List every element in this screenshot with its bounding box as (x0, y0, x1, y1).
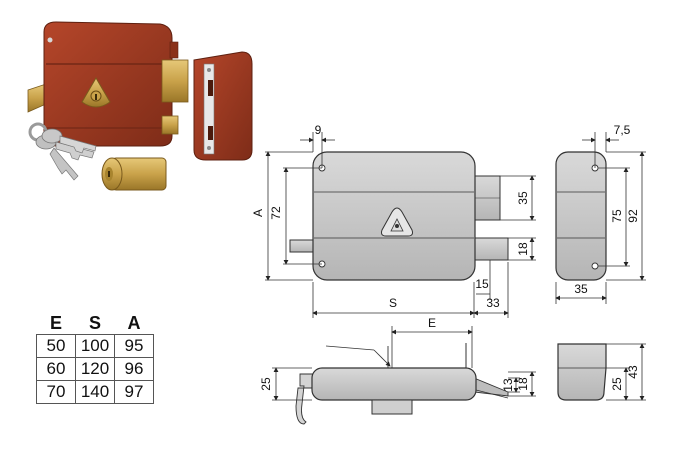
bottom-side-dimensions (606, 343, 646, 401)
table-cell: 97 (114, 380, 154, 404)
side-dimensions (555, 132, 646, 304)
lock-case-bottom (311, 367, 477, 401)
table-cell: 95 (114, 334, 154, 358)
latch-bolt-lower (161, 115, 179, 135)
latch-bolt-upper (161, 59, 189, 103)
table-row: 70 140 97 (36, 380, 154, 404)
table-cell: 120 (75, 357, 115, 381)
dim-18-bottom: 18 (516, 377, 530, 391)
dim-35-side: 35 (574, 282, 588, 296)
dim-33: 33 (486, 296, 500, 310)
table-cell: 100 (75, 334, 115, 358)
lock-body (43, 21, 173, 147)
size-table: E S A 50 100 95 60 120 96 70 140 97 (36, 313, 154, 404)
header-A: A (127, 313, 141, 333)
bottom-view (295, 343, 509, 425)
header-E: E (49, 313, 62, 333)
keys (28, 122, 97, 181)
lock-case-bottom-side (557, 343, 607, 401)
table-cell: 140 (75, 380, 115, 404)
dim-13: 13 (501, 378, 515, 392)
dim-25: 25 (259, 377, 273, 391)
dim-A: A (251, 209, 265, 217)
table-cell: 96 (114, 357, 154, 381)
dim-S: S (389, 296, 397, 310)
table-cell: 70 (36, 380, 76, 404)
dim-E: E (428, 316, 436, 330)
bottom-dimensions (272, 326, 536, 401)
dim-15: 15 (475, 277, 489, 291)
dim-43: 43 (626, 365, 640, 379)
table-row: 60 120 96 (36, 357, 154, 381)
side-view (555, 151, 607, 281)
dim-9: 9 (315, 123, 322, 137)
bottom-side-view (557, 343, 607, 401)
dim-7-5: 7,5 (614, 123, 631, 137)
table-cell: 50 (36, 334, 76, 358)
table-row: 50 100 95 (36, 334, 154, 358)
lock-cylinder (101, 157, 167, 191)
table-cell: 60 (36, 357, 76, 381)
dim-72: 72 (269, 206, 283, 220)
front-dimensions (265, 132, 536, 318)
front-view (289, 151, 509, 281)
lock-case-side (555, 151, 607, 281)
strike-plate (193, 51, 253, 161)
header-S: S (88, 313, 101, 333)
dim-92: 92 (626, 209, 640, 223)
dim-75: 75 (610, 209, 624, 223)
size-table-header: E S A (37, 313, 154, 335)
dim-25-side: 25 (610, 377, 624, 391)
dim-35: 35 (516, 191, 530, 205)
dim-18: 18 (516, 242, 530, 256)
product-photo (27, 21, 253, 191)
